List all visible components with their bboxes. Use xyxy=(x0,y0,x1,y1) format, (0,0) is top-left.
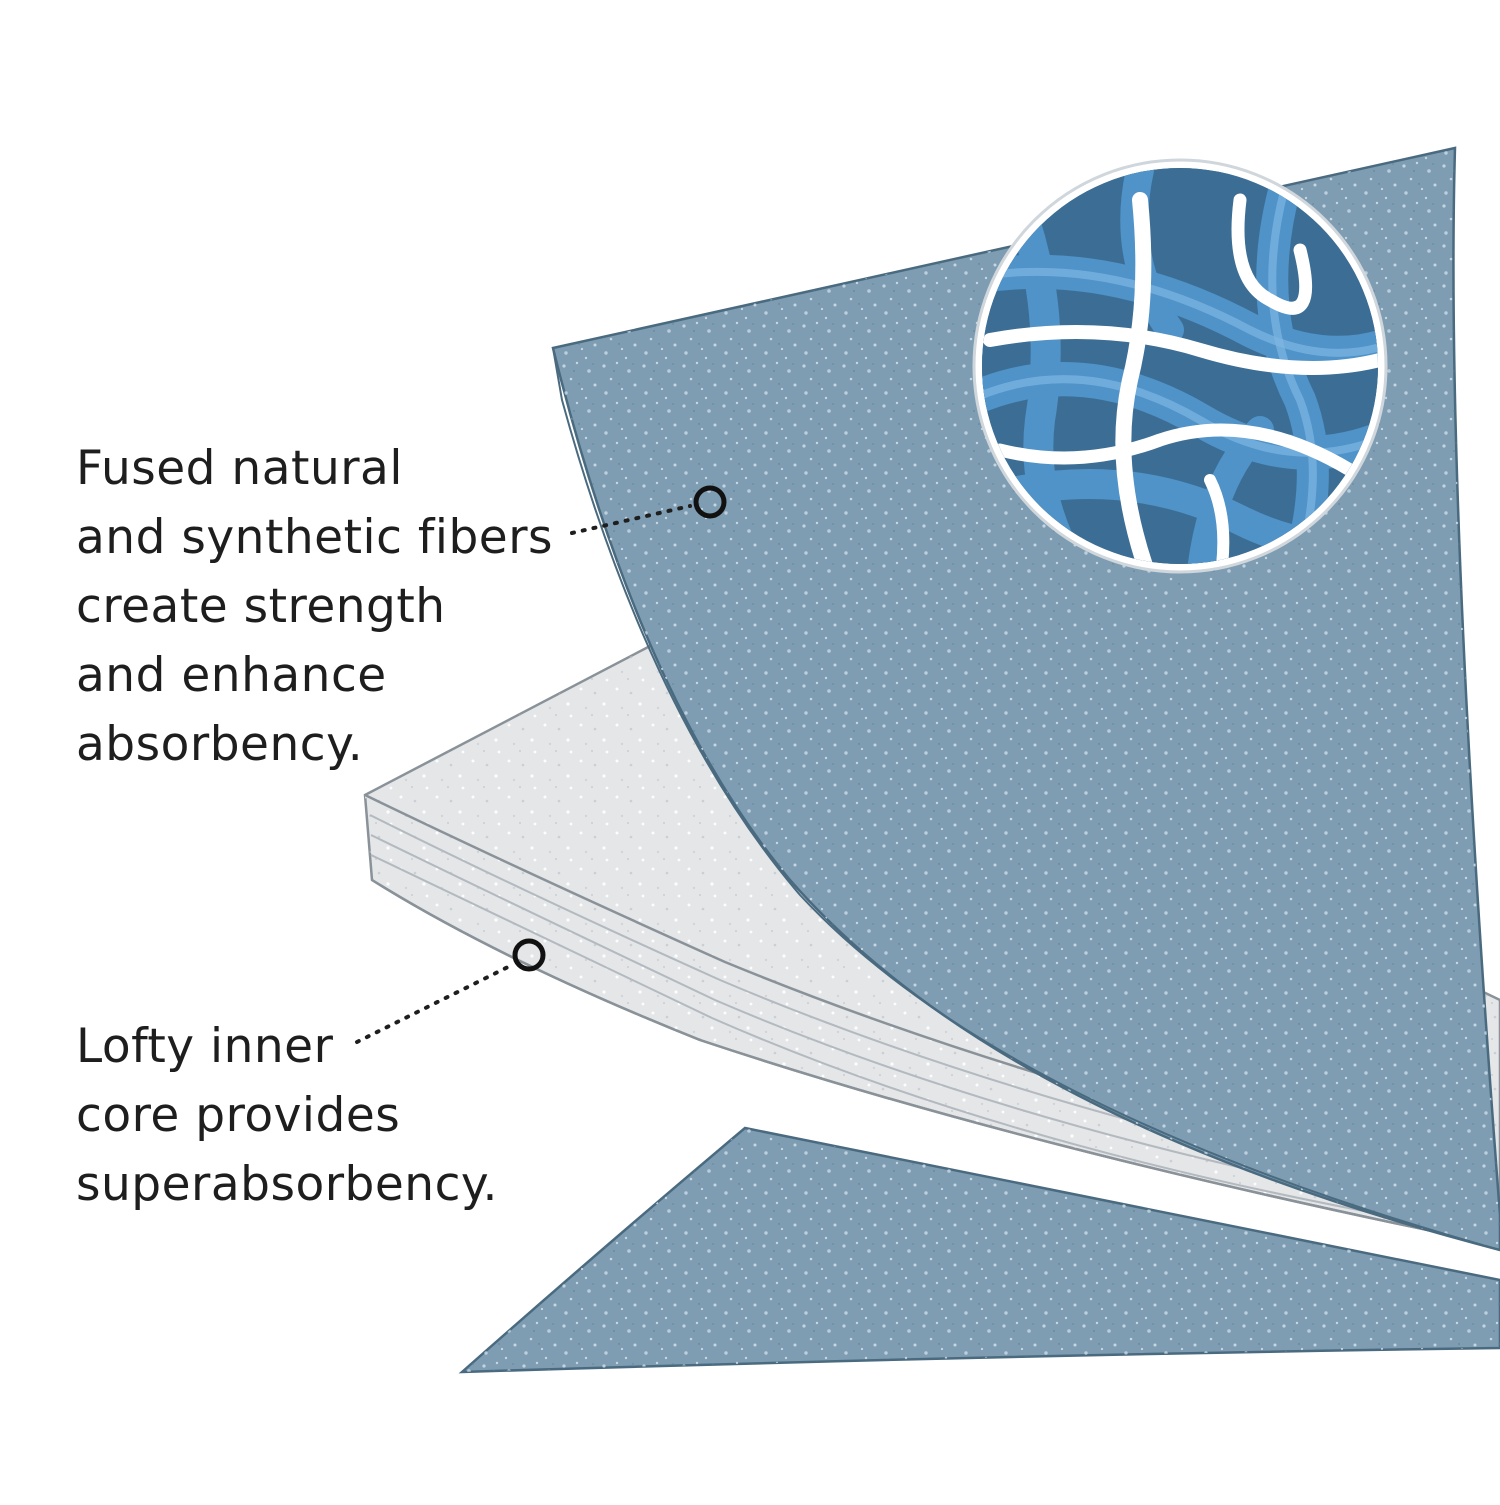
callout-bottom-line: superabsorbency. xyxy=(76,1157,498,1212)
callout-bottom-text: Lofty inner core provides superabsorbenc… xyxy=(76,1012,498,1219)
callout-connector-bottom xyxy=(355,938,546,1044)
bottom-blue-layer xyxy=(458,1126,1500,1374)
callout-connector-top xyxy=(570,485,727,535)
callout-top-line: and enhance xyxy=(76,648,387,703)
callout-top-line: Fused natural xyxy=(76,441,403,496)
callout-top-text: Fused natural and synthetic fibers creat… xyxy=(76,434,553,779)
callout-top-line: absorbency. xyxy=(76,717,364,772)
ring-marker-icon xyxy=(512,938,546,972)
callout-top-line: and synthetic fibers xyxy=(76,510,554,565)
callout-bottom-line: core provides xyxy=(76,1088,401,1143)
callout-top-line: create strength xyxy=(76,579,446,634)
ring-marker-icon xyxy=(693,485,727,519)
callout-bottom-line: Lofty inner xyxy=(76,1019,334,1074)
